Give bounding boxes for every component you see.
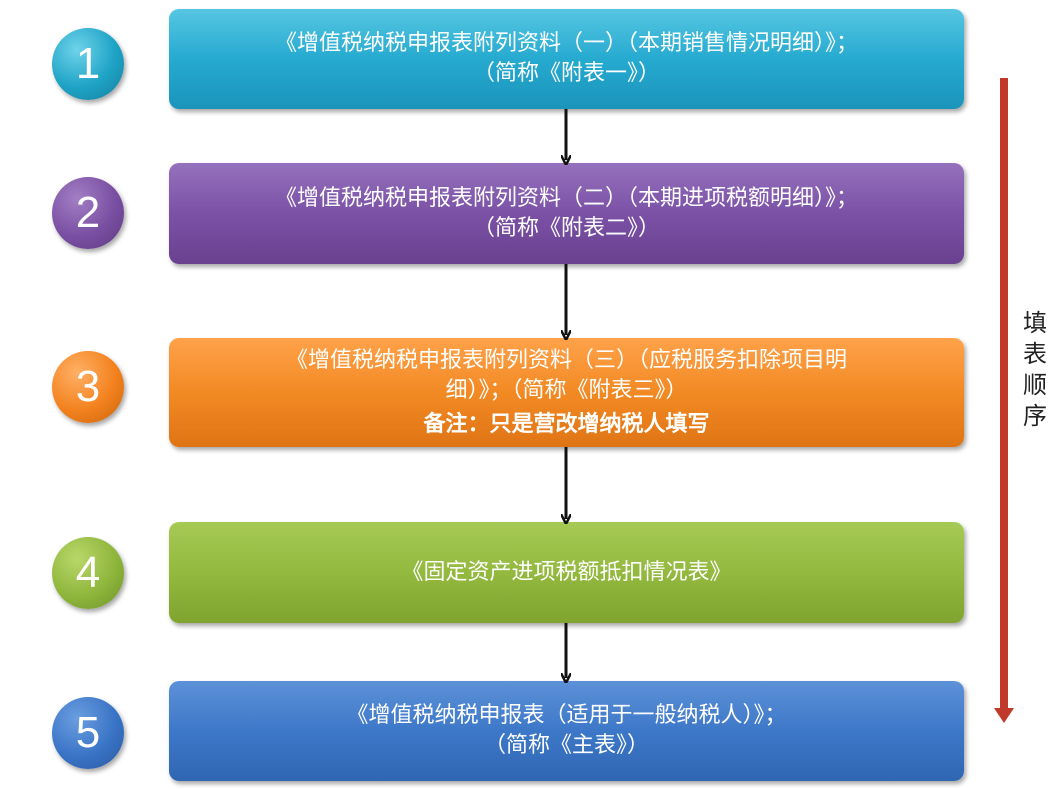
step-5-title-line-1: 《增值税纳税申报表（适用于一般纳税人）》； [346, 703, 787, 728]
fill-order-char-4: 序 [1023, 402, 1047, 430]
step-3-note: 备注：只是营改增纳税人填写 [423, 411, 710, 437]
step-5-box: 《增值税纳税申报表（适用于一般纳税人）》； （简称《主表》） [169, 681, 964, 781]
fill-order-arrow-shaft [1000, 78, 1008, 710]
fill-order-char-2: 表 [1023, 340, 1047, 368]
step-2-title-line-1: 《增值税纳税申报表附列资料（二）（本期进项税额明细）》； [274, 185, 858, 211]
step-5-title-line-2: （简称《主表》） [483, 733, 649, 758]
step-2-number-badge: 2 [52, 177, 124, 249]
step-2-box: 《增值税纳税申报表附列资料（二）（本期进项税额明细）》； （简称《附表二》） [169, 163, 964, 264]
fill-order-char-1: 填 [1023, 309, 1047, 337]
step-4-title-line-1: 《固定资产进项税额抵扣情况表》 [401, 559, 732, 585]
step-4-box: 《固定资产进项税额抵扣情况表》 [169, 522, 964, 623]
step-3-number-badge: 3 [52, 351, 124, 423]
fill-order-arrow-head [994, 708, 1014, 723]
step-3-box: 《增值税纳税申报表附列资料（三）（应税服务扣除项目明 细）》；（简称《附表三》）… [169, 338, 964, 447]
step-1-title-line-2: （简称《附表一》） [472, 61, 660, 86]
step-3-title-line-1: 《增值税纳税申报表附列资料（三）（应税服务扣除项目明 [285, 347, 847, 373]
step-1-box: 《增值税纳税申报表附列资料（一）（本期销售情况明细）》； （简称《附表一》） [169, 9, 964, 109]
step-1-number-badge: 1 [52, 28, 124, 100]
step-5-number-badge: 5 [52, 697, 124, 769]
step-4-number-badge: 4 [52, 537, 124, 609]
fill-order-char-3: 顺 [1023, 371, 1047, 399]
step-1-title-line-1: 《增值税纳税申报表附列资料（一）（本期销售情况明细）》； [274, 31, 858, 56]
step-3-title-line-2: 细）》；（简称《附表三》） [445, 377, 688, 403]
step-2-title-line-2: （简称《附表二》） [472, 215, 660, 241]
fill-order-label: 填 表 顺 序 [1020, 308, 1050, 432]
